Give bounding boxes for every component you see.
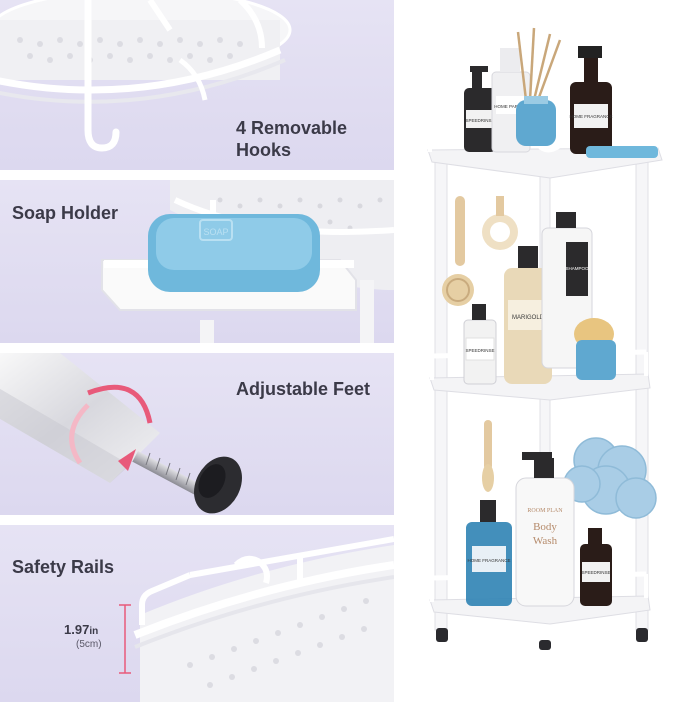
bottle-label-middle-right: SHAMPOO bbox=[565, 266, 589, 271]
rail-height-metric: (5cm) bbox=[76, 639, 102, 650]
feature-panel-hooks: 4 Removable Hooks bbox=[0, 0, 394, 170]
shelf-hooks-closeup bbox=[0, 0, 292, 152]
rail-height-imperial: 1.97in bbox=[64, 622, 99, 637]
bottle-label-bottom-right: SPEEDRINSE bbox=[581, 570, 610, 575]
soap-print: SOAP bbox=[203, 227, 228, 237]
bottle-label-bottom-wash: Wash bbox=[533, 535, 558, 547]
soap-holder-closeup: SOAP bbox=[101, 180, 394, 343]
bottle-label-top-left: SPEEDRINSE bbox=[465, 118, 494, 123]
bottle-label-bottom-left: HOME FRAGRANCE bbox=[467, 558, 510, 563]
safety-rail-closeup bbox=[119, 536, 394, 702]
bottle-label-bottom-brand: ROOM PLAN bbox=[527, 508, 563, 514]
feature-panel-safety-rails: Safety Rails 1.97in (5cm) bbox=[0, 525, 394, 702]
bath-brush bbox=[442, 196, 518, 306]
feature-label-hooks: 4 Removable Hooks bbox=[236, 118, 348, 160]
adjustable-foot-closeup bbox=[0, 353, 242, 514]
bottle-label-top-middle: HOME PARFUM bbox=[494, 104, 528, 109]
feature-label-soap-holder: Soap Holder bbox=[12, 203, 119, 223]
rotate-arrow-icon bbox=[118, 449, 136, 471]
bottle-label-bottom-body: Body bbox=[533, 521, 557, 533]
feature-panel-soap-holder: SOAP Soap Holder bbox=[0, 180, 394, 343]
bottle-label-top-right: HOME FRAGRANCE bbox=[569, 114, 612, 119]
bottle-label-middle-tall: MARIGOLD bbox=[512, 315, 545, 321]
feature-label-safety-rails: Safety Rails bbox=[12, 557, 115, 577]
feature-label-adjustable-feet: Adjustable Feet bbox=[236, 379, 371, 399]
feature-panel-adjustable-feet: Adjustable Feet bbox=[0, 353, 394, 515]
corner-shelf-product-photo: SPEEDRINSE HOME PARFUM HOME FRAGRANCE bbox=[427, 27, 663, 650]
bottle-label-middle-small: SPEEDRINSE bbox=[465, 348, 494, 353]
